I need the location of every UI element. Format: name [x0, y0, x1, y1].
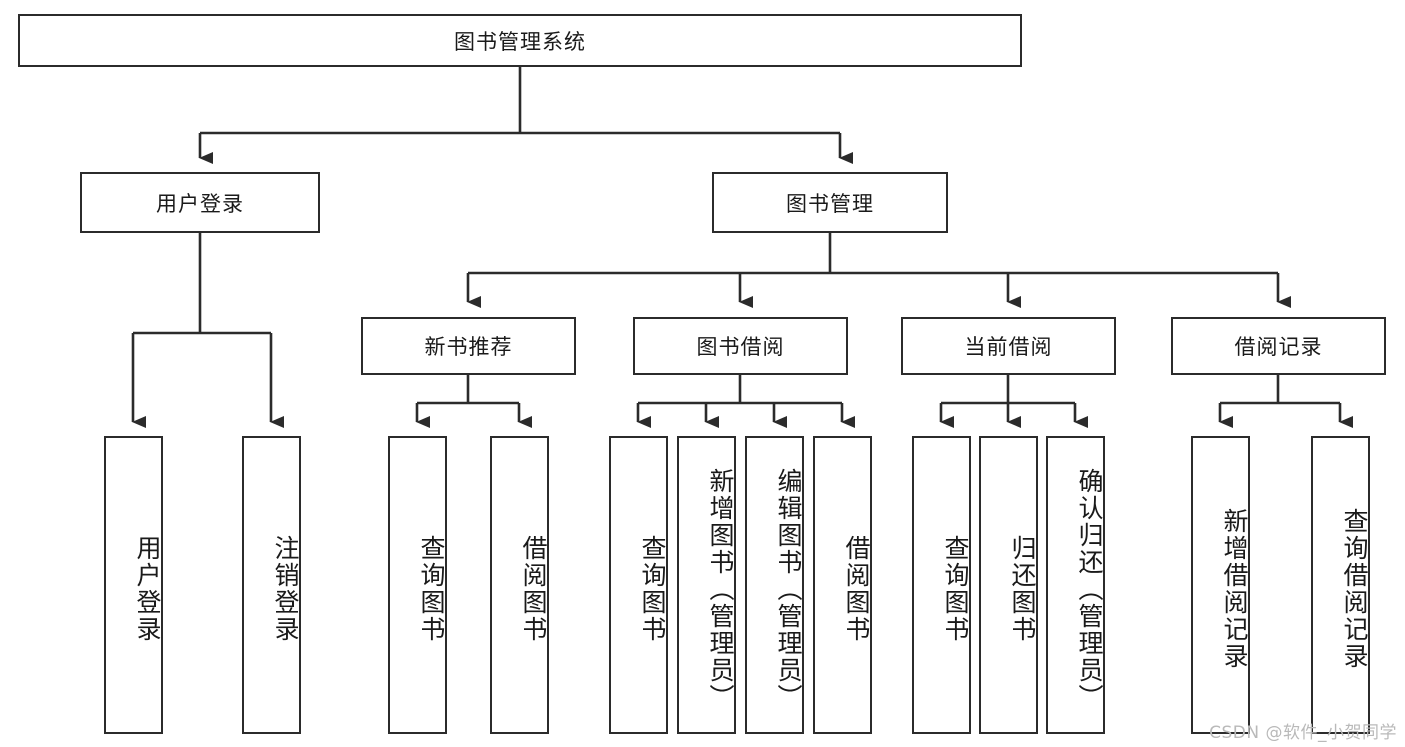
- node-book-borrow[interactable]: 图书借阅: [633, 317, 848, 375]
- node-new-book-recommend[interactable]: 新书推荐: [361, 317, 576, 375]
- node-label: 确认归还（管理员）: [1075, 467, 1104, 711]
- leaf-borrow-add-book-admin[interactable]: 新增图书（管理员）: [677, 436, 736, 734]
- node-label: 图书管理: [786, 191, 874, 216]
- leaf-current-query-book[interactable]: 查询图书: [912, 436, 971, 734]
- node-label: 图书管理系统: [454, 29, 586, 54]
- node-current-borrow[interactable]: 当前借阅: [901, 317, 1116, 375]
- node-label: 新书推荐: [424, 335, 513, 359]
- node-label: 查询图书: [638, 535, 667, 643]
- leaf-user-login-signout[interactable]: 注销登录: [242, 436, 301, 734]
- leaf-user-login-signin[interactable]: 用户登录: [104, 436, 163, 734]
- node-user-login[interactable]: 用户登录: [80, 172, 320, 233]
- leaf-current-return-book[interactable]: 归还图书: [979, 436, 1038, 734]
- node-label: 图书借阅: [696, 335, 785, 359]
- node-root-system[interactable]: 图书管理系统: [18, 14, 1022, 67]
- node-label: 查询图书: [941, 535, 970, 643]
- leaf-borrow-query-book[interactable]: 查询图书: [609, 436, 668, 734]
- leaf-record-query-record[interactable]: 查询借阅记录: [1311, 436, 1370, 734]
- node-label: 注销登录: [271, 535, 300, 643]
- leaf-borrow-edit-book-admin[interactable]: 编辑图书（管理员）: [745, 436, 804, 734]
- leaf-recommend-borrow-book[interactable]: 借阅图书: [490, 436, 549, 734]
- leaf-record-add-record[interactable]: 新增借阅记录: [1191, 436, 1250, 734]
- watermark-text: CSDN @软件_小贺同学: [1209, 723, 1397, 743]
- node-borrow-record[interactable]: 借阅记录: [1171, 317, 1386, 375]
- node-label: 查询借阅记录: [1340, 508, 1369, 670]
- node-label: 新增借阅记录: [1220, 508, 1249, 670]
- leaf-current-confirm-return-admin[interactable]: 确认归还（管理员）: [1046, 436, 1105, 734]
- node-book-management[interactable]: 图书管理: [712, 172, 948, 233]
- leaf-recommend-query-book[interactable]: 查询图书: [388, 436, 447, 734]
- node-label: 用户登录: [133, 535, 162, 643]
- node-label: 借阅图书: [519, 535, 548, 643]
- node-label: 借阅图书: [842, 535, 871, 643]
- node-label: 归还图书: [1008, 535, 1037, 643]
- node-label: 借阅记录: [1234, 335, 1323, 359]
- node-label: 编辑图书（管理员）: [774, 467, 803, 711]
- leaf-borrow-borrow-book[interactable]: 借阅图书: [813, 436, 872, 734]
- node-label: 当前借阅: [964, 335, 1053, 359]
- node-label: 用户登录: [156, 191, 244, 216]
- node-label: 新增图书（管理员）: [706, 467, 735, 711]
- node-label: 查询图书: [417, 535, 446, 643]
